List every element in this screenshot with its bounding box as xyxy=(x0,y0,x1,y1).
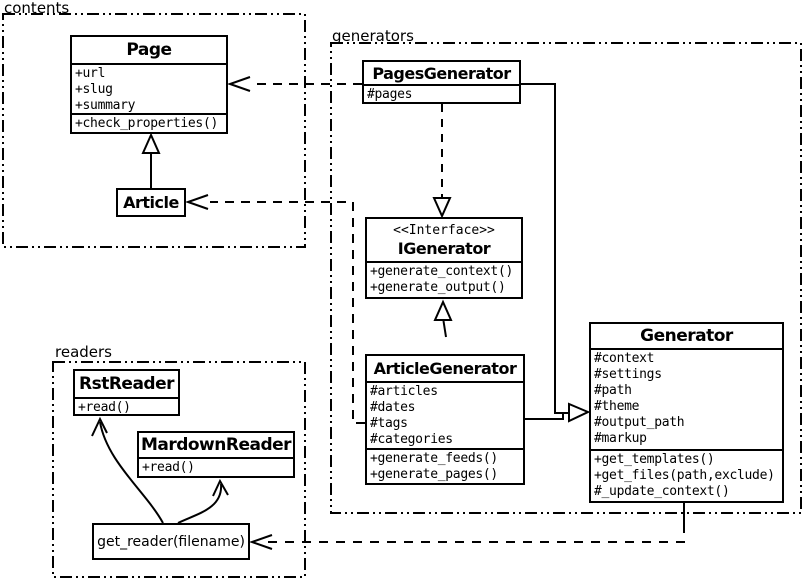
attribute: #pages xyxy=(367,87,413,102)
package-border-generators xyxy=(330,42,802,514)
attribute: #settings xyxy=(594,367,662,382)
class-title-article-generator: ArticleGenerator xyxy=(373,359,517,378)
attribute: #articles xyxy=(370,384,438,399)
class-page: Page +url +slug +summary +check_properti… xyxy=(70,35,228,134)
attribute: #output_path xyxy=(594,415,685,430)
package-label-contents: contents xyxy=(4,0,70,17)
stereotype-igenerator: <<Interface>> xyxy=(393,223,495,238)
attributes-article-generator: #articles #dates #tags #categories xyxy=(367,381,523,448)
class-article-generator: ArticleGenerator #articles #dates #tags … xyxy=(365,354,525,485)
package-border-contents xyxy=(2,13,306,248)
methods-rst-reader: +read() xyxy=(75,397,178,417)
attribute: +slug xyxy=(75,82,113,97)
arrow-curve-getreader-mardownreader xyxy=(177,483,223,524)
attribute: #markup xyxy=(594,431,647,446)
dependency-line-generator-getreader xyxy=(268,524,685,543)
method: +read() xyxy=(142,460,195,475)
header-igenerator: <<Interface>> IGenerator xyxy=(367,219,521,261)
package-border-readers xyxy=(52,361,306,578)
arrow-curve-getreader-rstreader xyxy=(99,421,164,524)
class-igenerator: <<Interface>> IGenerator +generate_conte… xyxy=(365,217,523,299)
dependency-arrowhead-getreader xyxy=(248,534,273,550)
class-title-article: Article xyxy=(123,193,179,212)
class-title-mardown-reader: MardownReader xyxy=(140,435,292,455)
methods-generator: +get_templates() +get_files(path,exclude… xyxy=(591,448,782,502)
package-label-readers: readers xyxy=(55,343,112,361)
class-pages-generator: PagesGenerator #pages xyxy=(362,60,521,104)
attributes-pages-generator: #pages xyxy=(364,84,519,104)
node-get-reader: get_reader(filename) xyxy=(92,523,250,560)
package-label-generators: generators xyxy=(332,27,414,45)
attribute: #context xyxy=(594,351,655,366)
attribute: #tags xyxy=(370,416,408,431)
class-rst-reader: RstReader +read() xyxy=(73,369,180,416)
dependency-line-articlegenerator-article xyxy=(210,201,365,424)
method: +read() xyxy=(78,400,131,415)
methods-page: +check_properties() xyxy=(72,113,226,133)
inheritance-triangle-igenerator-bottom xyxy=(433,299,453,321)
realization-triangle-igenerator-top xyxy=(432,197,452,219)
method: #_update_context() xyxy=(594,483,730,499)
method: +generate_context() xyxy=(370,264,514,279)
class-title-generator: Generator xyxy=(640,326,733,346)
class-generator: Generator #context #settings #path #them… xyxy=(589,322,784,503)
attributes-page: +url +slug +summary xyxy=(72,63,226,113)
method: +get_files(path,exclude) xyxy=(594,467,775,483)
method: +check_properties() xyxy=(75,116,219,131)
method: +get_templates() xyxy=(594,451,715,467)
attribute: #theme xyxy=(594,399,640,414)
inheritance-triangle-article-page xyxy=(141,132,161,154)
attribute: +url xyxy=(75,66,106,81)
class-title-page: Page xyxy=(126,40,172,60)
arrowhead-rstreader xyxy=(91,416,108,437)
inheritance-line-articlegenerator-generator xyxy=(525,412,564,420)
inheritance-triangle-generator xyxy=(568,402,591,423)
methods-article-generator: +generate_feeds() +generate_pages() xyxy=(367,448,523,484)
method: +generate_feeds() xyxy=(370,451,498,466)
attribute: #dates xyxy=(370,400,416,415)
class-title-igenerator: IGenerator xyxy=(397,239,491,258)
methods-mardown-reader: +read() xyxy=(139,457,293,477)
method: +generate_pages() xyxy=(370,467,498,482)
dependency-arrowhead-page xyxy=(226,76,251,92)
inheritance-line-pagesgenerator-generator xyxy=(521,83,568,414)
class-article: Article xyxy=(116,188,186,217)
get-reader-label: get_reader(filename) xyxy=(97,533,245,550)
attribute: +summary xyxy=(75,98,136,113)
class-mardown-reader: MardownReader +read() xyxy=(137,431,295,478)
methods-igenerator: +generate_context() +generate_output() xyxy=(367,261,521,297)
dependency-arrowhead-article xyxy=(184,194,209,210)
attribute: #categories xyxy=(370,432,453,447)
attribute: #path xyxy=(594,383,632,398)
class-title-pages-generator: PagesGenerator xyxy=(372,63,511,83)
class-title-rst-reader: RstReader xyxy=(78,374,175,394)
inheritance-stub-articlegenerator-igenerator xyxy=(442,320,447,338)
method: +generate_output() xyxy=(370,280,506,295)
attributes-generator: #context #settings #path #theme #output_… xyxy=(591,348,782,449)
arrowhead-mardownreader xyxy=(212,478,229,497)
